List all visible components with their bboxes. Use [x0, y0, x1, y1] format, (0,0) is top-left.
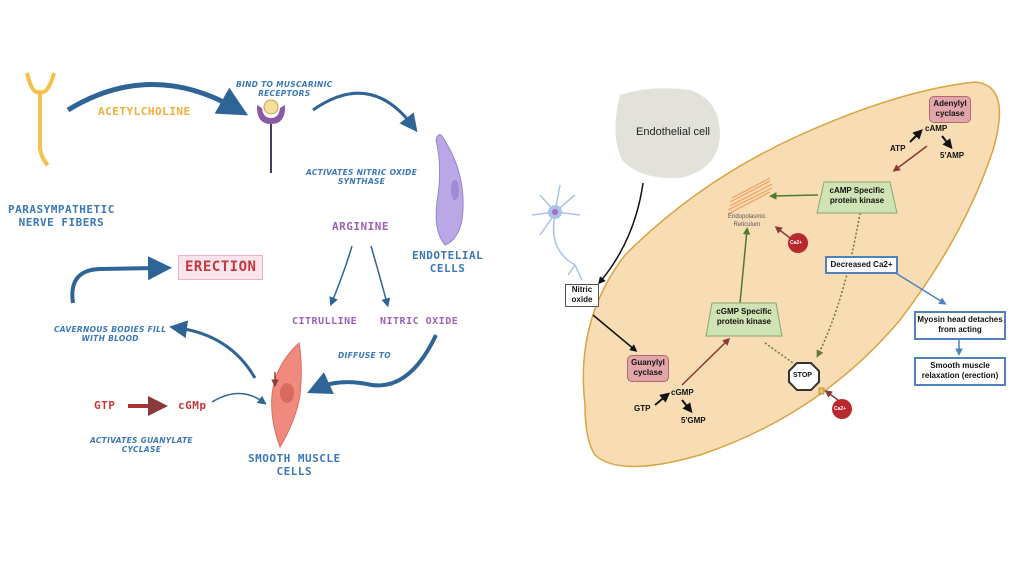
arrow-arginine-citrulline: [329, 245, 353, 307]
relaxation-box: Smooth muscle relaxation (erection): [914, 357, 1006, 386]
ca-er-label: Ca2+: [790, 240, 803, 246]
dotted-camp-stop: [816, 212, 861, 358]
bind-receptors-label: BIND TO MUSCARINIC RECEPTORS: [236, 80, 333, 98]
nerve-fibers-label: PARASYMPATHETIC NERVE FIBERS: [8, 203, 115, 230]
arrow-camp-kinase: [892, 145, 928, 172]
atp-label: ATP: [890, 144, 906, 153]
calcium-channel-icon: [818, 387, 825, 395]
camp-kinase-shape: [816, 181, 898, 214]
arrow-diffuse: [307, 334, 438, 394]
cgmp-right-label: cGMP: [671, 388, 694, 397]
diffuse-to-label: DIFFUSE TO: [338, 351, 391, 360]
arrow-camp-5amp: [941, 135, 953, 150]
arrow-no-guanylyl: [592, 314, 638, 352]
stop-sign-icon: [788, 362, 820, 391]
neuron-nucleus: [552, 209, 558, 215]
guanylyl-cyclase-box: Guanylyl cyclase: [627, 355, 669, 382]
arrow-gtp-cgmp-right: [654, 392, 671, 406]
arginine-label: ARGININE: [332, 220, 389, 233]
arrow-cgmp-5gmp: [681, 399, 693, 414]
myosin-box: Myosin head detaches from acting: [914, 311, 1006, 340]
gtp-right-label: GTP: [634, 404, 651, 413]
muscarinic-receptor-icon: [256, 99, 286, 173]
calcium-ion-er: [788, 233, 808, 253]
arrow-cgmp-muscle: [211, 392, 267, 405]
acetylcholine-label: ACETYLCHOLINE: [98, 105, 191, 118]
cgmp-label: cGMp: [178, 399, 207, 412]
arrow-cgmp-kinase: [681, 337, 731, 386]
arrow-acetylcholine: [66, 82, 249, 116]
nerve-fiber-icon: [25, 72, 56, 167]
arrow-endo-no: [598, 182, 644, 285]
stop-label: STOP: [793, 372, 812, 379]
arrow-ca-er: [774, 226, 791, 239]
arrow-cgmp-kinase-er: [739, 227, 751, 304]
erection-badge: ERECTION: [178, 255, 264, 280]
smooth-muscle-cell-icon: [271, 342, 302, 449]
citrulline-label: CITRULLINE: [292, 316, 358, 327]
camp-label: cAMP: [925, 124, 948, 133]
gtp-label: GTP: [94, 399, 116, 412]
er-label: Endopolasmic Reticulum: [728, 214, 766, 228]
endothelial-cell-icon: [435, 134, 464, 246]
activates-gc-label: ACTIVATES GUANYLATE CYCLASE: [90, 436, 193, 454]
smooth-muscle-label: SMOOTH MUSCLE CELLS: [248, 452, 341, 479]
neuron-icon: [531, 184, 583, 281]
nitric-oxide-label: NITRIC OXIDE: [380, 316, 459, 327]
arrow-to-cavernous: [169, 320, 257, 379]
arrow-ca-channel: [824, 390, 839, 401]
five-gmp-label: 5'GMP: [681, 416, 706, 425]
five-amp-label: 5'AMP: [940, 151, 965, 160]
nitric-oxide-box: Nitric oxide: [565, 284, 599, 307]
activates-nos-label: ACTIVATES NITRIC OXIDE SYNTHASE: [306, 168, 418, 186]
smooth-muscle-cell-body: [582, 81, 1001, 468]
arrow-ca-myosin: [893, 271, 947, 305]
endothelial-cell-shape: [615, 88, 720, 179]
cavernous-label: CAVERNOUS BODIES FILL WITH BLOOD: [54, 325, 167, 343]
arrow-camp-kinase-er: [769, 192, 819, 200]
endothelial-cells-label: ENDOTELIAL CELLS: [412, 249, 484, 276]
adenylyl-cyclase-box: Adenylyl cyclase: [929, 96, 971, 123]
arrow-atp-camp: [909, 129, 923, 143]
decreased-ca-box: Decreased Ca2+: [825, 256, 898, 275]
endoplasmic-reticulum-icon: [727, 177, 773, 215]
arrow-to-endothelial: [312, 91, 418, 133]
endothelial-cell-label: Endothelial cell: [636, 126, 710, 138]
dotted-cgmp-stop: [764, 342, 803, 370]
cgmp-kinase-label: cGMP Specific protein kinase: [716, 307, 772, 327]
arrow-to-erection: [70, 256, 172, 304]
arrow-arginine-no: [370, 245, 391, 308]
cgmp-kinase-shape: [705, 302, 783, 337]
ca-outside-label: Ca2+: [834, 406, 847, 412]
camp-kinase-label: cAMP Specific protein kinase: [829, 186, 885, 206]
calcium-ion-outside: [832, 399, 852, 419]
